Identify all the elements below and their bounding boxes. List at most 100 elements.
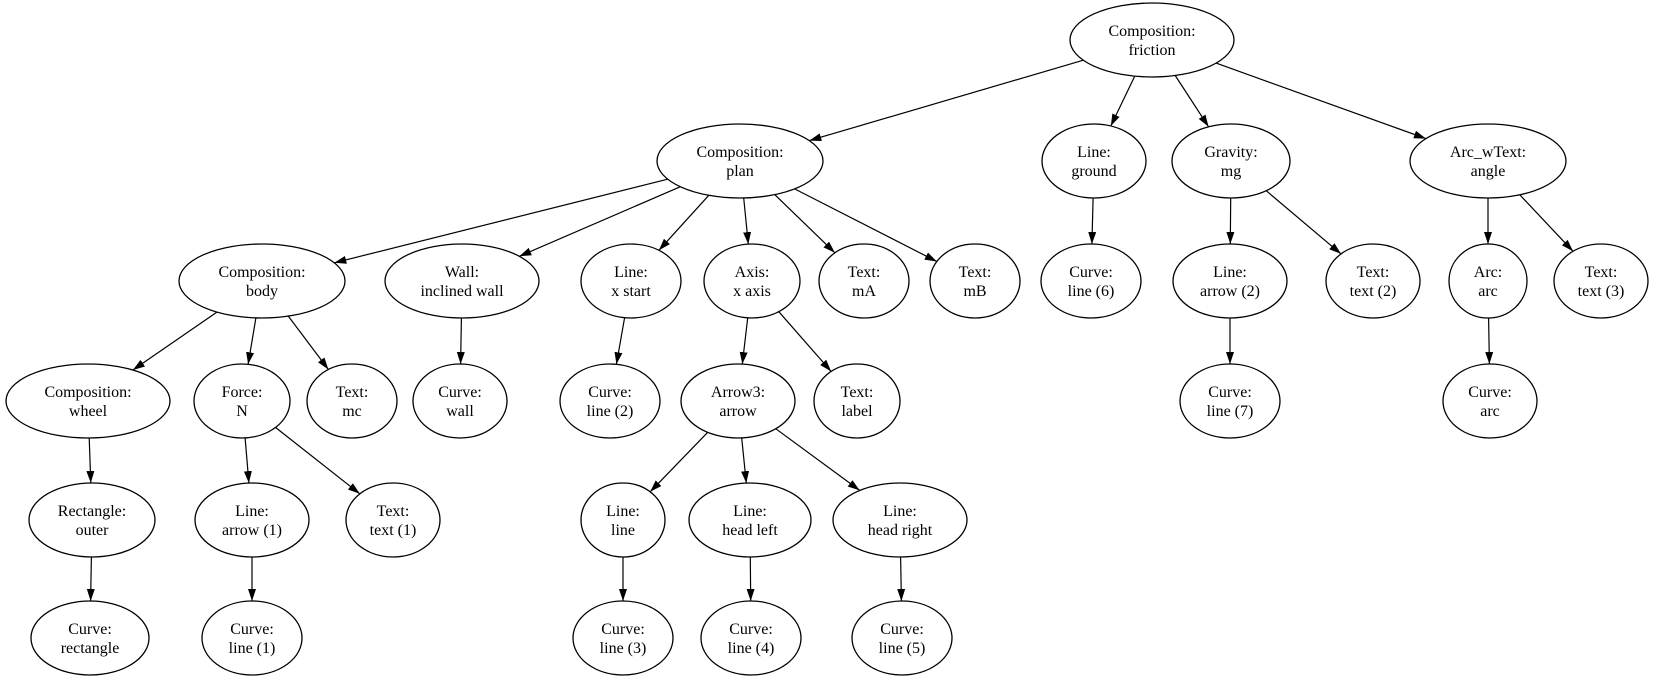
node-name-label: mA xyxy=(852,283,876,300)
node-type-label: Axis: xyxy=(735,264,770,281)
node-line-x-start: Line: x start xyxy=(580,243,682,319)
node-ellipse xyxy=(559,363,661,439)
node-ellipse xyxy=(1409,123,1567,199)
node-type-label: Curve: xyxy=(729,621,773,638)
node-type-label: Text: xyxy=(377,503,410,520)
node-ellipse xyxy=(1172,243,1288,319)
node-name-label: text (2) xyxy=(1350,283,1397,300)
node-composition-plan: Composition: plan xyxy=(656,123,824,199)
node-type-label: Text: xyxy=(841,384,874,401)
node-type-label: Gravity: xyxy=(1204,144,1257,161)
node-ellipse xyxy=(703,243,801,319)
node-curve-line-1: Curve: line (1) xyxy=(201,600,303,676)
node-ellipse xyxy=(306,363,398,439)
node-name-label: line (3) xyxy=(600,640,647,657)
edge-headright-line5 xyxy=(897,556,906,602)
node-name-label: arrow xyxy=(719,403,757,420)
node-type-label: Curve: xyxy=(1468,384,1512,401)
node-type-label: Rectangle: xyxy=(58,503,126,520)
node-ellipse xyxy=(580,243,682,319)
node-ellipse xyxy=(680,363,796,439)
node-name-label: mB xyxy=(963,283,986,300)
node-type-label: Curve: xyxy=(880,621,924,638)
node-type-label: Arc_wText: xyxy=(1450,144,1526,161)
node-type-label: Arrow3: xyxy=(711,384,765,401)
node-name-label: mc xyxy=(342,403,362,420)
nodes-layer: Composition: friction Composition: plan … xyxy=(5,2,1649,676)
node-curve-arc: Curve: arc xyxy=(1442,363,1538,439)
node-name-label: ground xyxy=(1071,163,1116,180)
edge-xstart-line2 xyxy=(614,317,626,365)
node-curve-line-4: Curve: line (4) xyxy=(700,600,802,676)
node-type-label: Composition: xyxy=(218,264,305,281)
node-ellipse xyxy=(194,482,310,558)
node-line-line: Line: line xyxy=(580,482,666,558)
edge-forceN-arrow1 xyxy=(243,437,252,484)
node-ellipse xyxy=(572,600,674,676)
node-type-label: Line: xyxy=(883,503,917,520)
node-ellipse xyxy=(178,243,346,319)
node-ellipse xyxy=(384,243,540,319)
node-curve-line-6: Curve: line (6) xyxy=(1040,243,1142,319)
node-type-label: Curve: xyxy=(1208,384,1252,401)
edge-plan-body xyxy=(334,178,668,264)
node-ellipse xyxy=(1553,243,1649,319)
edge-rectouter-curverect xyxy=(86,556,95,602)
node-type-label: Line: xyxy=(235,503,269,520)
node-type-label: Text: xyxy=(959,264,992,281)
node-line-arrow-1: Line: arrow (1) xyxy=(194,482,310,558)
node-composition-wheel: Composition: wheel xyxy=(5,363,171,439)
node-name-label: line xyxy=(611,522,635,539)
edge-arcwtext-text3 xyxy=(1519,194,1574,252)
edge-arrow3-headleft xyxy=(741,437,750,484)
node-type-label: Composition: xyxy=(44,384,131,401)
node-name-label: N xyxy=(236,403,248,420)
node-ellipse xyxy=(1171,123,1291,199)
node-name-label: arrow (2) xyxy=(1200,283,1260,300)
edge-plan-wall xyxy=(519,186,681,257)
edge-wheel-rectouter xyxy=(86,437,95,484)
node-text-label: Text: label xyxy=(813,363,901,439)
edge-plan-xaxis xyxy=(743,197,752,245)
node-ellipse xyxy=(1442,363,1538,439)
edge-friction-arcwtext xyxy=(1215,62,1427,140)
node-ellipse xyxy=(28,482,156,558)
node-composition-friction: Composition: friction xyxy=(1069,2,1235,78)
node-name-label: label xyxy=(841,403,873,420)
node-name-label: text (1) xyxy=(370,522,417,539)
node-type-label: Curve: xyxy=(1069,264,1113,281)
node-ellipse xyxy=(1040,243,1142,319)
node-ellipse xyxy=(1041,123,1147,199)
node-name-label: head right xyxy=(868,522,933,539)
node-arc-arc: Arc: arc xyxy=(1448,243,1528,319)
node-ellipse xyxy=(832,482,968,558)
node-type-label: Curve: xyxy=(601,621,645,638)
node-name-label: line (7) xyxy=(1207,403,1254,420)
node-name-label: arc xyxy=(1480,403,1500,420)
node-axis-x-axis: Axis: x axis xyxy=(703,243,801,319)
node-arcwtext-angle: Arc_wText: angle xyxy=(1409,123,1567,199)
node-ellipse xyxy=(201,600,303,676)
edge-ground-line6 xyxy=(1088,197,1097,245)
node-gravity-mg: Gravity: mg xyxy=(1171,123,1291,199)
node-ellipse xyxy=(345,482,441,558)
node-ellipse xyxy=(1448,243,1528,319)
node-ellipse xyxy=(813,363,901,439)
edge-body-forceN xyxy=(246,317,257,365)
node-text-text-1: Text: text (1) xyxy=(345,482,441,558)
node-ellipse xyxy=(1069,2,1235,78)
edge-plan-xstart xyxy=(658,194,710,251)
edge-arrow3-lineline xyxy=(649,431,709,493)
node-ellipse xyxy=(1179,363,1281,439)
node-type-label: Text: xyxy=(1585,264,1618,281)
node-name-label: angle xyxy=(1471,163,1506,180)
edge-arrow3-headright xyxy=(775,428,861,491)
node-name-label: body xyxy=(246,283,278,300)
edge-wall-curvewall xyxy=(456,317,465,365)
node-type-label: Wall: xyxy=(445,264,479,281)
node-text-text-3: Text: text (3) xyxy=(1553,243,1649,319)
node-line-arrow-2: Line: arrow (2) xyxy=(1172,243,1288,319)
node-ellipse xyxy=(580,482,666,558)
node-name-label: rectangle xyxy=(61,640,120,657)
